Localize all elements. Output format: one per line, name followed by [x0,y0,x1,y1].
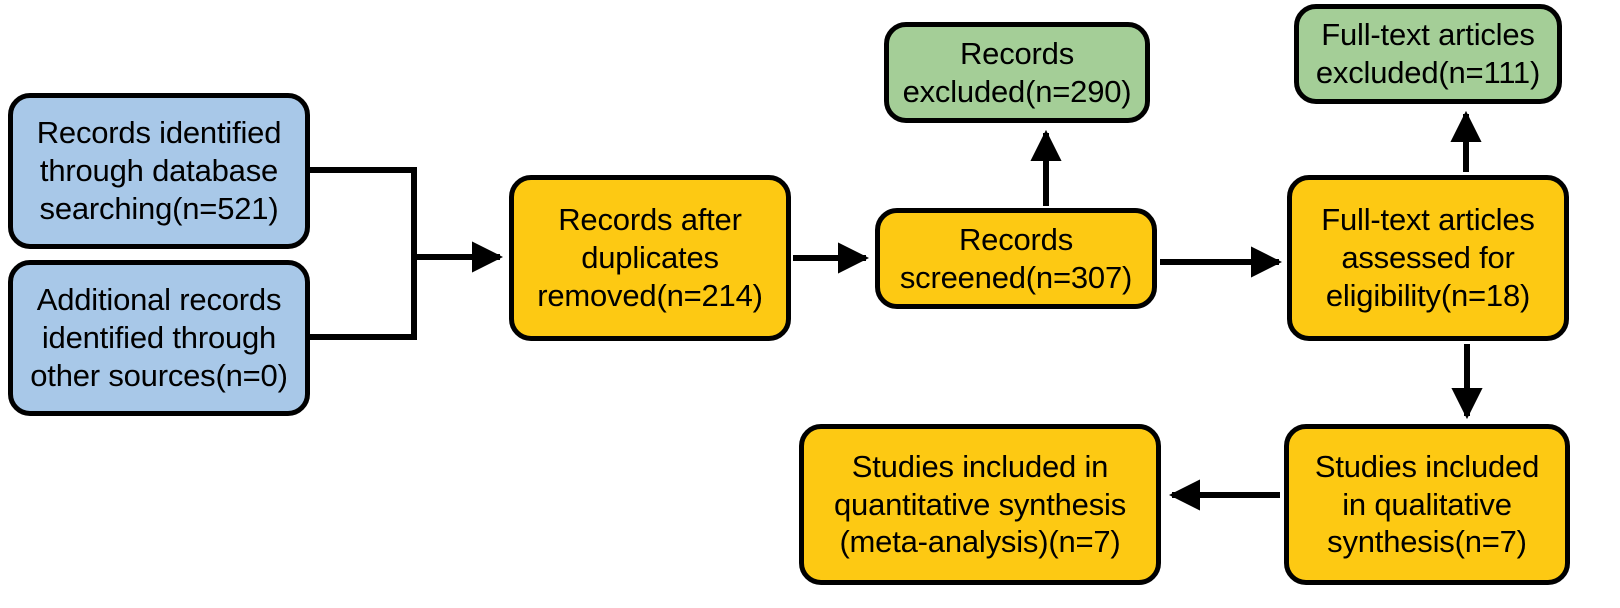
node-records-identified-database[interactable]: Records identified through database sear… [8,93,310,249]
node-fulltext-articles-excluded[interactable]: Full-text articles excluded(n=111) [1294,4,1562,104]
node-records-screened[interactable]: Records screened(n=307) [875,208,1157,309]
node-studies-included-quantitative[interactable]: Studies included in quantitative synthes… [799,424,1161,585]
node-studies-included-qualitative[interactable]: Studies included in qualitative synthesi… [1284,424,1570,585]
node-records-after-duplicates-removed[interactable]: Records after duplicates removed(n=214) [509,175,791,341]
node-records-excluded[interactable]: Records excluded(n=290) [884,22,1150,123]
edge-identification-bracket [307,167,504,340]
node-fulltext-articles-assessed[interactable]: Full-text articles assessed for eligibil… [1287,175,1569,341]
node-additional-records-other-sources[interactable]: Additional records identified through ot… [8,260,310,416]
